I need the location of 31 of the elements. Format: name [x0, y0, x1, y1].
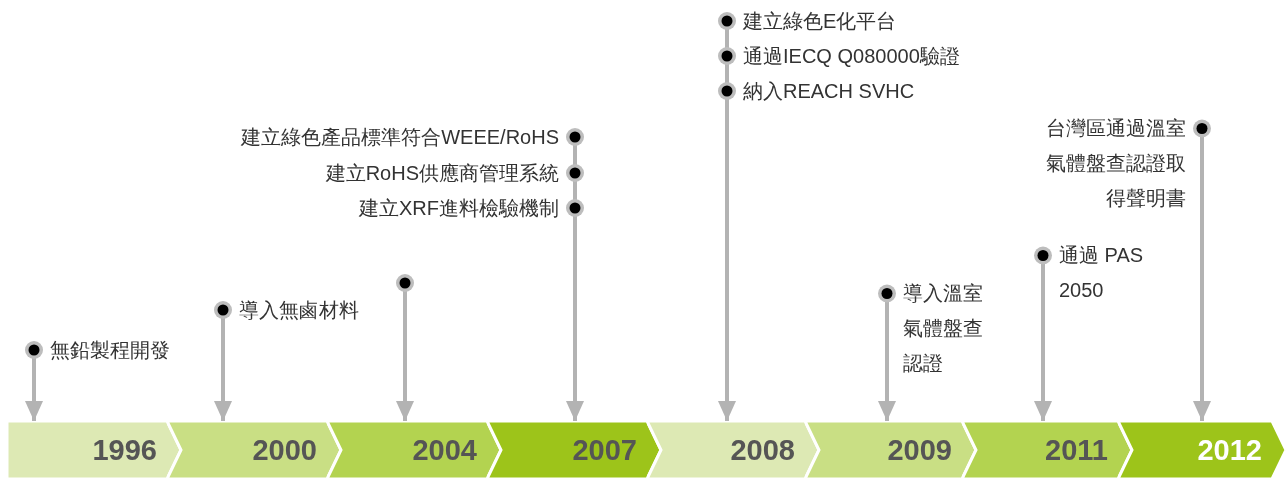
arrow: [718, 105, 736, 421]
year-label: 2012: [1197, 435, 1262, 465]
event-text: 納入REACH SVHC: [743, 79, 915, 104]
year-label: 2009: [887, 435, 952, 465]
event-text: 建立綠色E化平台: [743, 9, 897, 34]
event-text: 建立XRF進料檢驗機制: [359, 196, 559, 221]
event-text: 導入溫室氣體盤查認證: [903, 280, 984, 376]
connector-line: [725, 35, 729, 42]
event-text: 台灣區通過溫室氣體盤查認證取得聲明書: [1045, 115, 1186, 211]
year-label: 2007: [572, 435, 637, 465]
arrow: [1034, 308, 1052, 421]
year-label: 2008: [730, 435, 795, 465]
year-label: 2000: [252, 435, 317, 465]
event-text: 通過 PAS 2050: [1059, 242, 1145, 303]
arrow: [1193, 216, 1211, 421]
connector-line: [725, 70, 729, 77]
year-label: 2011: [1045, 435, 1108, 465]
connector-line: [573, 151, 577, 159]
event-text: 導入無鹵材料: [239, 298, 359, 323]
connector-line: [573, 187, 577, 194]
arrow: [878, 381, 896, 421]
event-text: 建立RoHS供應商管理系統: [325, 161, 559, 186]
arrow: [396, 297, 414, 421]
arrow: [214, 324, 232, 421]
year-label: 1996: [92, 435, 157, 465]
arrow: [566, 222, 584, 421]
event-text: 通過IECQ Q080000驗證: [743, 44, 960, 69]
event-text: 無鉛製程開發: [50, 338, 170, 363]
year-label: 2004: [412, 435, 477, 465]
event-text: 建立綠色產品標準符合WEEE/RoHS: [241, 125, 559, 150]
arrow: [25, 364, 43, 421]
